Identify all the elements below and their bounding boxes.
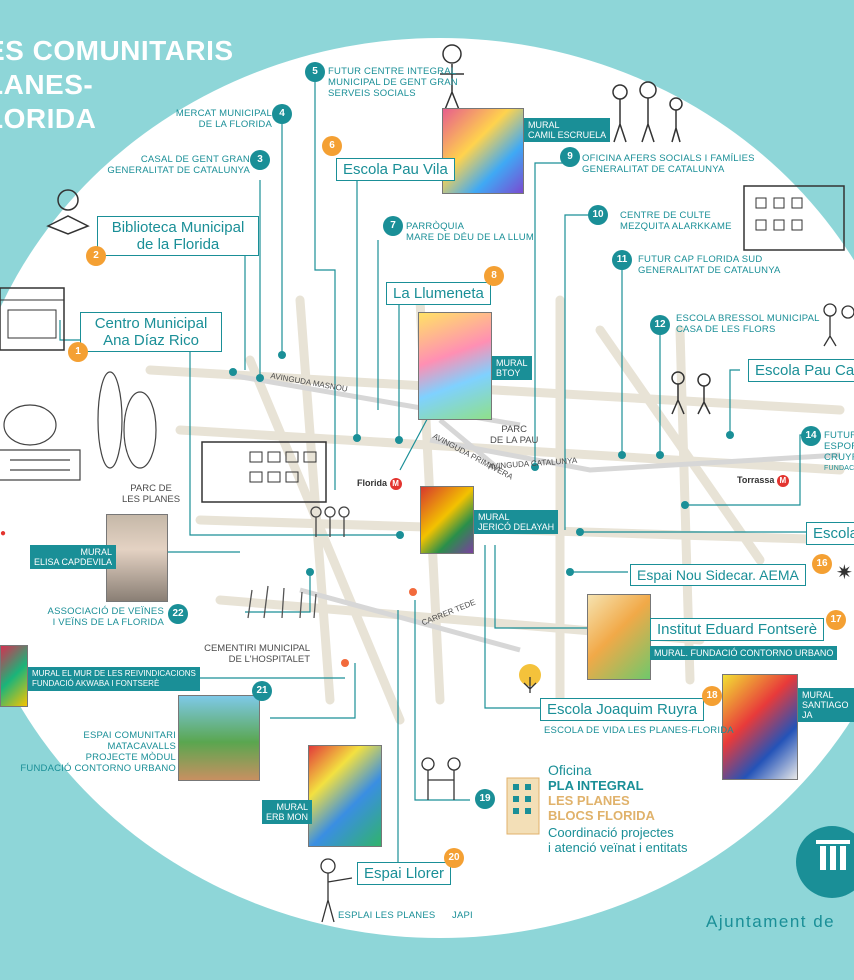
pointing-person-icon [320, 858, 353, 923]
point-18-label[interactable]: Escola Joaquim Ruyra [540, 698, 705, 721]
point-13-label[interactable]: Escola Pau Cas [748, 359, 854, 382]
seal-shield-icon [816, 840, 850, 870]
star-icon: ✷ [836, 562, 853, 584]
point-21-marker[interactable]: 21 [252, 681, 272, 701]
point-10-marker[interactable]: 10 [588, 205, 608, 225]
point-18-sublabel: ESCOLA DE VIDA LES PLANES-FLORIDA [544, 725, 734, 736]
metro-icon: M [776, 475, 789, 487]
building-illustration-2 [743, 185, 845, 251]
point-1-label[interactable]: Centro Municipal Ana Díaz Rico [80, 312, 222, 352]
point-20-sub-japi: JAPI [452, 910, 473, 921]
children-icon [671, 371, 711, 415]
mural-camil-artwork [442, 108, 524, 194]
point-14-marker[interactable]: 14 [801, 426, 821, 446]
point-17-marker[interactable]: 17 [826, 610, 846, 630]
mural-mur-artwork [0, 645, 28, 707]
raised-hands-icon [247, 585, 317, 619]
office-building-icon [506, 777, 540, 835]
point-9-marker[interactable]: 9 [560, 147, 580, 167]
point-22-marker[interactable]: 22 [168, 604, 188, 624]
point-8-marker[interactable]: 8 [484, 266, 504, 286]
metro-station-florida[interactable]: Florida M [357, 478, 402, 490]
point-1-marker[interactable]: 1 [68, 342, 88, 362]
point-8-label[interactable]: La Llumeneta [386, 282, 491, 305]
mural-elisa-artwork [106, 514, 168, 602]
point-6-label[interactable]: Escola Pau Vila [336, 158, 455, 181]
point-6-marker[interactable]: 6 [322, 136, 342, 156]
mural-erb-artwork [308, 745, 382, 847]
title-line-2: LANES- [0, 69, 94, 100]
park-trees-illustration [0, 371, 157, 481]
point-19-label: Oficina PLA INTEGRAL LES PLANES BLOCS FL… [548, 762, 688, 855]
ajuntament-label: Ajuntament de [706, 912, 836, 931]
mural-btoy-artwork [418, 312, 492, 420]
point-17-label[interactable]: Institut Eduard Fontserè [650, 618, 825, 641]
point-3-marker[interactable]: 3 [250, 150, 270, 170]
point-20-sub-esplai: ESPLAI LES PLANES [338, 910, 436, 921]
girls-icon [823, 303, 854, 347]
mural-jerico-artwork [420, 486, 474, 554]
map-title: ES COMUNITARIS LANES- LORIDA [0, 34, 234, 136]
mural-santiago-artwork [722, 674, 798, 780]
elderly-person-icon [440, 44, 464, 113]
point-14-label: FUTURESPORCRUYFFUNDACI [824, 430, 854, 472]
point-4-marker[interactable]: 4 [272, 104, 292, 124]
point-16-marker[interactable]: 16 [812, 554, 832, 574]
title-line-3: LORIDA [0, 103, 97, 134]
reading-person-icon [46, 189, 90, 235]
point-17-mural-tag: MURAL. FUNDACIÓ CONTORNO URBANO [650, 646, 838, 660]
point-15-label[interactable]: Escola [806, 522, 854, 545]
point-20-marker[interactable]: 20 [444, 848, 464, 868]
leader-lines [59, 82, 810, 871]
point-11-marker[interactable]: 11 [612, 250, 632, 270]
point-2-marker[interactable]: 2 [86, 246, 106, 266]
family-icon [612, 81, 683, 143]
point-7-marker[interactable]: 7 [383, 216, 403, 236]
point-18-marker[interactable]: 18 [702, 686, 722, 706]
tree-icon [519, 664, 541, 693]
point-19-marker[interactable]: 19 [475, 789, 495, 809]
group-icon [310, 506, 350, 537]
building-illustration-1 [0, 287, 65, 351]
point-12-marker[interactable]: 12 [650, 315, 670, 335]
point-16-label[interactable]: Espai Nou Sidecar. AEMA [630, 564, 806, 586]
handshake-icon [421, 757, 461, 800]
point-20-label[interactable]: Espai Llorer [357, 862, 452, 885]
espai-matacavalls-photo [178, 695, 260, 781]
point-2-label[interactable]: Biblioteca Municipal de la Florida [97, 216, 259, 256]
mural-fontsere-artwork [587, 594, 651, 680]
metro-station-torrassa[interactable]: Torrassa M [737, 475, 789, 487]
ajuntament-seal-icon [796, 826, 854, 898]
metro-edge-icon: ● [0, 528, 7, 539]
map-dots [229, 351, 734, 667]
metro-icon: M [389, 478, 402, 490]
point-5-marker[interactable]: 5 [305, 62, 325, 82]
title-line-1: ES COMUNITARIS [0, 35, 234, 66]
building-illustration-3 [201, 441, 327, 503]
